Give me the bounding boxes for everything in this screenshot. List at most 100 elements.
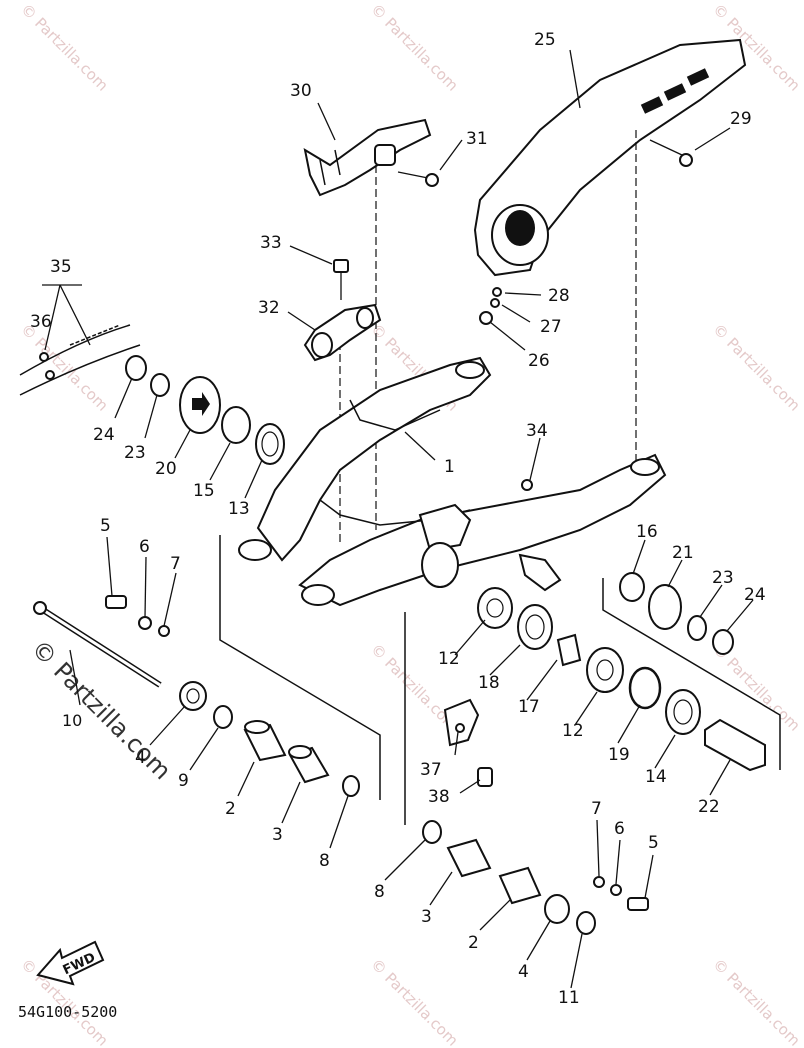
callout-6: 6 <box>614 819 625 839</box>
callout-2: 2 <box>225 799 236 819</box>
washer-6-right <box>610 884 622 896</box>
callout-14: 14 <box>645 767 667 787</box>
watermark-large: © Partzilla.com <box>26 634 177 785</box>
bushing-3-right <box>446 838 492 878</box>
callout-2: 2 <box>468 933 479 953</box>
callout-36: 36 <box>30 312 52 332</box>
seal-8-right <box>422 820 442 844</box>
watermark: © Partzilla.com <box>709 320 804 415</box>
callout-6: 6 <box>139 537 150 557</box>
callout-28: 28 <box>548 286 570 306</box>
callout-23: 23 <box>124 443 146 463</box>
callout-12: 12 <box>562 721 584 741</box>
axle-shaft-22 <box>704 718 766 772</box>
diagram-code: 54G100-5200 <box>18 1003 117 1021</box>
callout-21: 21 <box>672 543 694 563</box>
oil-seal-14 <box>665 689 701 735</box>
callout-34: 34 <box>526 421 548 441</box>
watermark: © Partzilla.com <box>17 320 112 415</box>
sprocket-21 <box>648 584 682 630</box>
chain-tensioner <box>303 303 382 362</box>
callout-35: 35 <box>50 257 72 277</box>
collar-18 <box>517 604 553 650</box>
callout-9: 9 <box>178 771 189 791</box>
chain-guard-small <box>303 118 432 197</box>
callouts: 1 2 2 3 3 4 4 5 5 6 6 7 7 8 8 9 10 11 12… <box>30 30 766 1008</box>
plate-7-right <box>593 876 605 888</box>
bolt-5-right <box>627 897 649 911</box>
collar-4-left <box>179 681 207 711</box>
callout-13: 13 <box>228 499 250 519</box>
callout-11: 11 <box>558 988 580 1008</box>
nut-11 <box>576 911 596 935</box>
pivot-shaft-10 <box>33 601 162 688</box>
bolt-31 <box>397 171 439 187</box>
nut-24-right <box>712 629 734 655</box>
chain-case <box>473 38 747 277</box>
watermark: © Partzilla.com <box>17 0 112 95</box>
watermark: © Partzilla.com <box>367 0 462 95</box>
callout-10: 10 <box>62 711 82 730</box>
callout-3: 3 <box>421 907 432 927</box>
callout-1: 1 <box>444 457 455 477</box>
callout-8: 8 <box>374 882 385 902</box>
callout-37: 37 <box>420 760 442 780</box>
bearing-12-lower <box>586 647 624 693</box>
circlip-19 <box>628 666 662 710</box>
bushing-2-right <box>498 866 542 905</box>
fwd-arrow: FWD <box>36 940 105 986</box>
callout-23: 23 <box>712 568 734 588</box>
bearing-12-upper <box>477 587 513 629</box>
callout-26: 26 <box>528 351 550 371</box>
watermark: © Partzilla.com <box>709 955 804 1048</box>
leader-lines <box>44 49 754 989</box>
callout-19: 19 <box>608 745 630 765</box>
callout-17: 17 <box>518 697 540 717</box>
callout-5: 5 <box>648 833 659 853</box>
bolt-5-left <box>105 595 127 609</box>
callout-18: 18 <box>478 673 500 693</box>
callout-16: 16 <box>636 522 658 542</box>
callout-25: 25 <box>534 30 556 50</box>
callout-7: 7 <box>170 554 181 574</box>
watermark: © Partzilla.com <box>367 955 462 1048</box>
callout-3: 3 <box>272 825 283 845</box>
collar-16 <box>619 572 645 602</box>
collar-4-right <box>544 894 570 924</box>
fasteners-26-28 <box>479 287 502 325</box>
callout-33: 33 <box>260 233 282 253</box>
callout-7: 7 <box>591 799 602 819</box>
callout-30: 30 <box>290 81 312 101</box>
spacer-17 <box>556 633 582 667</box>
bolt-34 <box>521 479 533 491</box>
callout-32: 32 <box>258 298 280 318</box>
callout-29: 29 <box>730 109 752 129</box>
callout-4: 4 <box>135 748 146 768</box>
drive-sprocket-left <box>125 355 285 465</box>
washer-23-right <box>687 615 707 641</box>
swingarm <box>238 356 667 607</box>
callout-15: 15 <box>193 481 215 501</box>
alignment-lines <box>339 130 637 545</box>
bolt-29 <box>649 139 693 167</box>
seal-8-left <box>342 775 360 797</box>
callout-38: 38 <box>428 787 450 807</box>
callout-24: 24 <box>744 585 766 605</box>
bushing-3-left <box>288 745 330 784</box>
bracket-left <box>219 535 381 800</box>
callout-5: 5 <box>100 516 111 536</box>
bushing-2-left <box>243 720 287 762</box>
drive-chain <box>19 324 141 396</box>
seal-9 <box>213 705 233 729</box>
callout-20: 20 <box>155 459 177 479</box>
bracket-37 <box>443 698 480 747</box>
callout-24: 24 <box>93 425 115 445</box>
bolt-33 <box>333 259 349 300</box>
callout-27: 27 <box>540 317 562 337</box>
bracket-axle <box>602 578 781 770</box>
callout-31: 31 <box>466 129 488 149</box>
callout-8: 8 <box>319 851 330 871</box>
washer-6-left <box>138 616 152 630</box>
callout-12: 12 <box>438 649 460 669</box>
